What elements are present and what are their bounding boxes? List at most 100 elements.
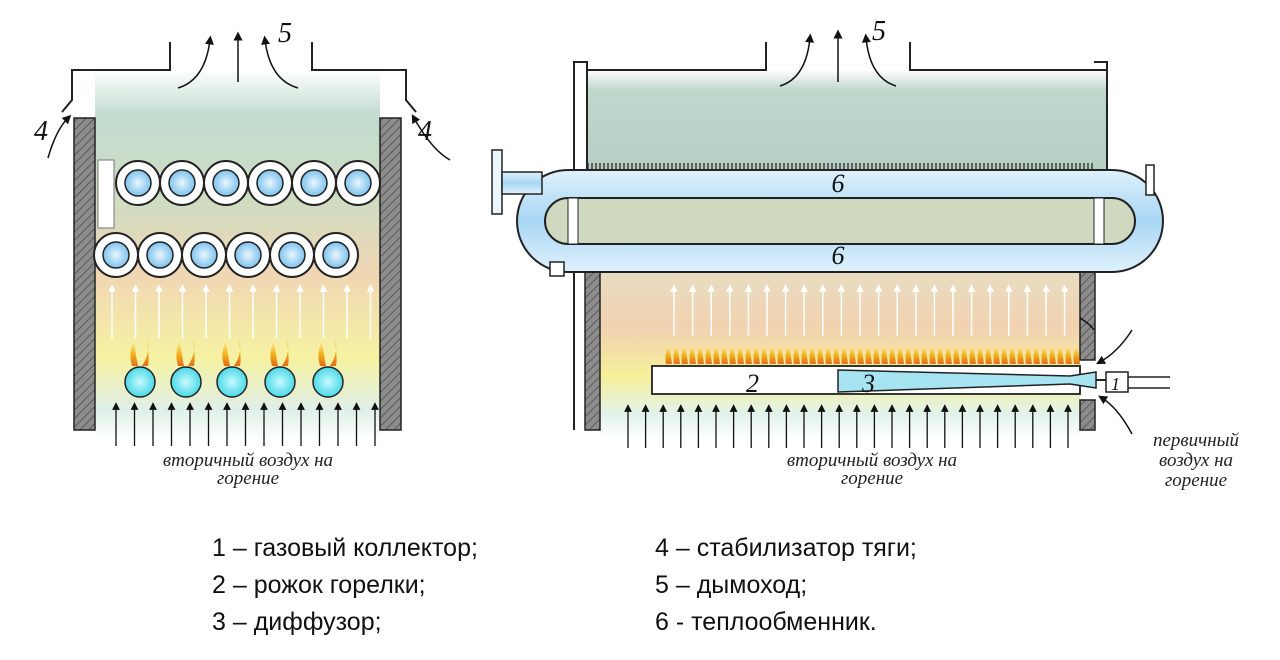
secondary-air-left-line2: горение [217,468,279,489]
flame [873,346,880,364]
flame [745,346,752,364]
legend-item-3: 3 – диффузор; [212,608,382,636]
gas-collector-box [1105,371,1129,393]
flame [665,346,672,364]
flame [721,346,728,364]
left-flue-arrows [177,31,299,89]
secondary-air-right-line2: горение [841,468,903,489]
legend-item-6: 6 - теплообменник. [655,608,877,636]
tube-inner [256,169,284,197]
flame [889,346,896,364]
primary-air-line2: воздух на [1159,450,1233,471]
flame [1009,346,1016,364]
tube-inner [278,241,306,269]
flame [681,346,688,364]
legend-right: 4 – стабилизатор тяги; 5 – дымоход; 6 - … [655,530,917,641]
label-4-left: 4 [34,116,48,147]
right-flame-row [665,346,1080,364]
flame [801,346,808,364]
right-hot-gas-arrows [670,284,1069,336]
flame [977,346,984,364]
flame [953,346,960,364]
flame [330,338,337,366]
flame [793,346,800,364]
flame [833,346,840,364]
right-upper-fill [587,70,1107,180]
flame [705,346,712,364]
flame [809,346,816,364]
pipe-bracket-bottom [549,261,565,277]
flame [905,346,912,364]
left-boiler: 4 4 5 вторичный воздух на горение [34,18,451,489]
flame [673,346,680,364]
flame [188,338,195,366]
label-2: 2 [746,369,759,398]
flame [849,346,856,364]
left-draft-arrows [47,114,451,161]
tube-inner [124,169,152,197]
flame [1057,346,1064,364]
tube-inner [190,241,218,269]
right-wall-right [1079,269,1096,361]
left-wall-left [73,117,96,431]
flame [222,342,230,366]
secondary-air-right-line1: вторичный воздух на [787,450,957,471]
flame [841,346,848,364]
label-6-bottom: 6 [832,241,845,270]
legend-left: 1 – газовый коллектор; 2 – рожок горелки… [212,530,478,641]
flame [1025,346,1032,364]
flame [913,346,920,364]
flame [713,346,720,364]
flame [985,346,992,364]
primary-air-arrows [1079,317,1133,435]
flame [865,346,872,364]
flame [270,342,278,366]
left-secondary-air-arrows [112,402,379,446]
burner-nozzle [312,366,344,398]
tube-inner [212,169,240,197]
pipe-spacer-right [1093,197,1105,245]
left-flue-outline [61,42,417,113]
burner-assembly [651,365,1170,395]
secondary-air-left-line1: вторичный воздух на [163,450,333,471]
left-wall-right [379,117,402,431]
right-lower-fill [600,270,1080,440]
flame [737,346,744,364]
flame [761,346,768,364]
flame [897,346,904,364]
left-hot-gas-arrows [108,284,375,338]
flame [945,346,952,364]
right-flue-arrows [779,29,897,87]
flame [729,346,736,364]
flame [937,346,944,364]
primary-air-line3: горение [1165,470,1227,491]
pipe-bracket-right [1145,164,1155,196]
primary-air-line1: первичный [1153,430,1240,451]
left-flames [130,338,337,366]
pipe-inlet-left [501,171,543,195]
right-wall-right-lower [1079,399,1096,431]
legend-item-2: 2 – рожок горелки; [212,571,426,599]
flame [777,346,784,364]
burner-nozzle [170,366,202,398]
flame [857,346,864,364]
label-1: 1 [1111,374,1120,394]
flame [1049,346,1056,364]
label-3: 3 [861,369,875,398]
flame [769,346,776,364]
label-5-right: 5 [872,16,886,47]
flame [1041,346,1048,364]
pipe-flange-left [491,149,503,215]
flame [785,346,792,364]
flame [969,346,976,364]
flame [817,346,824,364]
flame [1033,346,1040,364]
flame [825,346,832,364]
tube-inner [344,169,372,197]
flame [929,346,936,364]
right-boiler: 6 6 2 3 1 5 вт [491,16,1240,491]
tube-inner [168,169,196,197]
u-pipe-inner-cut [544,197,1136,245]
flame [318,342,326,366]
